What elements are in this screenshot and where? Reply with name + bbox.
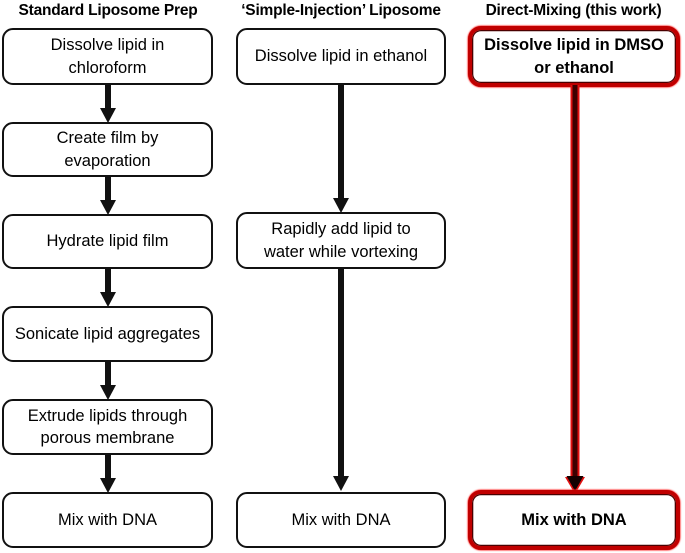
node-simple-injection-step-2: Rapidly add lipid to water while vortexi… (236, 212, 446, 269)
node-label: Mix with DNA (521, 510, 627, 529)
node-label: Dissolve lipid in DMSO or ethanol (484, 36, 664, 77)
node-standard-step-2: Create film by evaporation (2, 122, 213, 177)
arrow-standard-2-to-3 (100, 176, 116, 215)
node-simple-injection-step-3: Mix with DNA (236, 492, 446, 548)
node-simple-injection-step-1: Dissolve lipid in ethanol (236, 28, 446, 85)
column-header-standard-liposome-prep: Standard Liposome Prep (18, 2, 198, 19)
column-header-direct-mixing: Direct-Mixing (this work) (485, 2, 662, 19)
node-direct-mixing-step-2: Mix with DNA (468, 490, 680, 550)
node-standard-step-4: Sonicate lipid aggregates (2, 306, 213, 362)
node-label: Create film by evaporation (56, 129, 159, 170)
arrow-standard-4-to-5 (100, 361, 116, 400)
node-label: Dissolve lipid in chloroform (50, 36, 165, 77)
arrow-simple-injection-2-to-3 (333, 268, 349, 491)
node-direct-mixing-step-1: Dissolve lipid in DMSO or ethanol (468, 26, 680, 87)
node-label: Extrude lipids through porous membrane (27, 406, 188, 447)
arrow-standard-1-to-2 (100, 84, 116, 123)
node-standard-step-6: Mix with DNA (2, 492, 213, 548)
node-label: Mix with DNA (57, 510, 157, 529)
column-header-simple-injection-liposome: ‘Simple-Injection’ Liposome (241, 2, 441, 19)
node-label: Dissolve lipid in ethanol (254, 47, 428, 66)
arrow-standard-5-to-6 (100, 454, 116, 493)
arrow-standard-3-to-4 (100, 268, 116, 307)
node-label: Rapidly add lipid to water while vortexi… (263, 220, 419, 261)
node-label: Sonicate lipid aggregates (14, 324, 201, 343)
node-standard-step-3: Hydrate lipid film (2, 214, 213, 269)
node-standard-step-5: Extrude lipids through porous membrane (2, 399, 213, 455)
node-standard-step-1: Dissolve lipid in chloroform (2, 28, 213, 85)
arrow-direct-mixing-1-to-2 (565, 85, 585, 494)
arrow-simple-injection-1-to-2 (333, 84, 349, 213)
node-label: Mix with DNA (291, 510, 391, 529)
node-label: Hydrate lipid film (46, 232, 169, 251)
